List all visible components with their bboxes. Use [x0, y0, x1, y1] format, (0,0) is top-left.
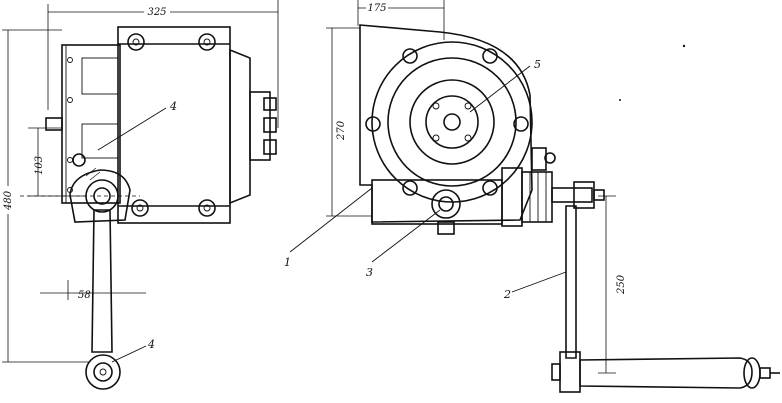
- end-cover: [229, 48, 251, 205]
- dim-58-label: 58: [78, 290, 91, 301]
- crank-grip: [85, 354, 121, 390]
- bolt-icon: [482, 48, 498, 64]
- bolt-icon: [402, 48, 418, 64]
- callout-4: 4: [169, 100, 177, 113]
- callout-5: 5: [534, 58, 541, 71]
- callout-3: 3: [366, 266, 373, 279]
- housing-body: [117, 26, 231, 224]
- crank-arm-right: [565, 205, 577, 359]
- crank-arm: [91, 209, 113, 353]
- right-dimensions: 175 270 250: [326, 0, 627, 374]
- right-callouts: 1 3 5 2: [284, 58, 567, 301]
- bolt-icon: [198, 199, 216, 217]
- handle-grip: [579, 357, 753, 389]
- left-dimensions: 325 480 103 58: [1, 0, 279, 363]
- dim-270-label: 270: [336, 120, 347, 141]
- left-view: [45, 26, 277, 390]
- dim-480-label: 480: [3, 190, 14, 211]
- dim-175-label: 175: [367, 3, 386, 14]
- bolt-icon: [482, 180, 498, 196]
- crank-hub: [69, 169, 131, 223]
- left-callouts: 4 4: [97, 100, 177, 363]
- bolt-icon: [402, 180, 418, 196]
- dim-103-label: 103: [34, 156, 45, 175]
- dim-325-label: 325: [147, 7, 166, 18]
- dim-250-label: 250: [616, 274, 627, 295]
- bolt-icon: [127, 33, 145, 51]
- shaft-bore: [443, 113, 461, 131]
- bolt-icon: [513, 116, 529, 132]
- callout-2: 2: [503, 288, 511, 301]
- callout-1: 1: [284, 256, 291, 269]
- bolt-icon: [198, 33, 216, 51]
- right-view: [359, 24, 780, 393]
- bolt-icon: [365, 116, 381, 132]
- drive-shaft: [551, 187, 593, 203]
- bolt-icon: [131, 199, 149, 217]
- gearbox-housing: [359, 24, 533, 223]
- coupling: [501, 167, 523, 227]
- callout-4b: 4: [147, 338, 155, 351]
